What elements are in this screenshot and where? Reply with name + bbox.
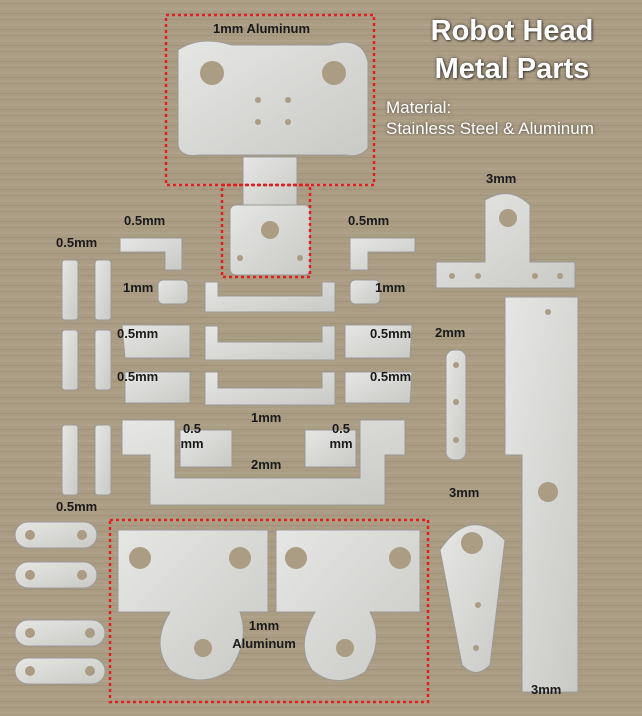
top-face-plate xyxy=(177,40,369,276)
label-small-05-right-a: 0.5 xyxy=(331,421,351,436)
small-brackets xyxy=(119,237,416,404)
label-bar-2mm: 2mm xyxy=(435,325,466,340)
label-arm-3mm: 3mm xyxy=(449,485,480,500)
arm-3mm xyxy=(439,524,506,673)
label-small-05-right-b: mm xyxy=(329,436,353,451)
label-mid-05-r1: 0.5mm xyxy=(370,326,412,341)
label-left-top-05: 0.5mm xyxy=(56,235,98,250)
label-mid-05-l1: 0.5mm xyxy=(117,326,159,341)
small-bracket-right xyxy=(304,429,357,468)
label-center-1mm: 1mm xyxy=(251,410,282,425)
label-bottom-aluminum-2: Aluminum xyxy=(232,636,296,651)
label-mid-05-l2: 0.5mm xyxy=(117,369,159,384)
left-strips xyxy=(61,259,112,496)
label-bottom-aluminum-1: 1mm xyxy=(248,618,280,633)
small-bracket-left xyxy=(179,429,233,468)
label-long-3mm: 3mm xyxy=(531,682,562,697)
label-strip-05-right: 0.5mm xyxy=(348,213,390,228)
bottom-face-plates xyxy=(117,529,421,681)
oval-links xyxy=(14,521,106,685)
title-line-2: Metal Parts xyxy=(434,53,590,85)
label-bracket-1mm-right: 1mm xyxy=(375,280,406,295)
label-small-05-left-a: 0.5 xyxy=(182,421,202,436)
top-aluminum-outline-stem xyxy=(220,183,312,279)
bottom-aluminum-outline xyxy=(108,518,430,704)
u-bracket-2mm xyxy=(121,419,406,506)
center-brackets xyxy=(204,281,336,406)
label-left-bottom-05: 0.5mm xyxy=(56,499,98,514)
material-value: Stainless Steel & Aluminum xyxy=(386,119,594,138)
label-bracket-1mm-left: 1mm xyxy=(123,280,154,295)
material-label: Material: xyxy=(386,98,452,117)
label-top-right-3mm: 3mm xyxy=(486,171,517,186)
label-small-05-left-b: mm xyxy=(180,436,204,451)
top-plate-holes xyxy=(200,61,346,261)
label-bracket-2mm: 2mm xyxy=(251,457,282,472)
top-right-bracket xyxy=(435,193,576,289)
label-top-aluminum: 1mm Aluminum xyxy=(213,21,311,36)
label-strip-05-left: 0.5mm xyxy=(124,213,166,228)
label-mid-05-r2: 0.5mm xyxy=(370,369,412,384)
title-line-1: Robot Head xyxy=(430,15,594,47)
